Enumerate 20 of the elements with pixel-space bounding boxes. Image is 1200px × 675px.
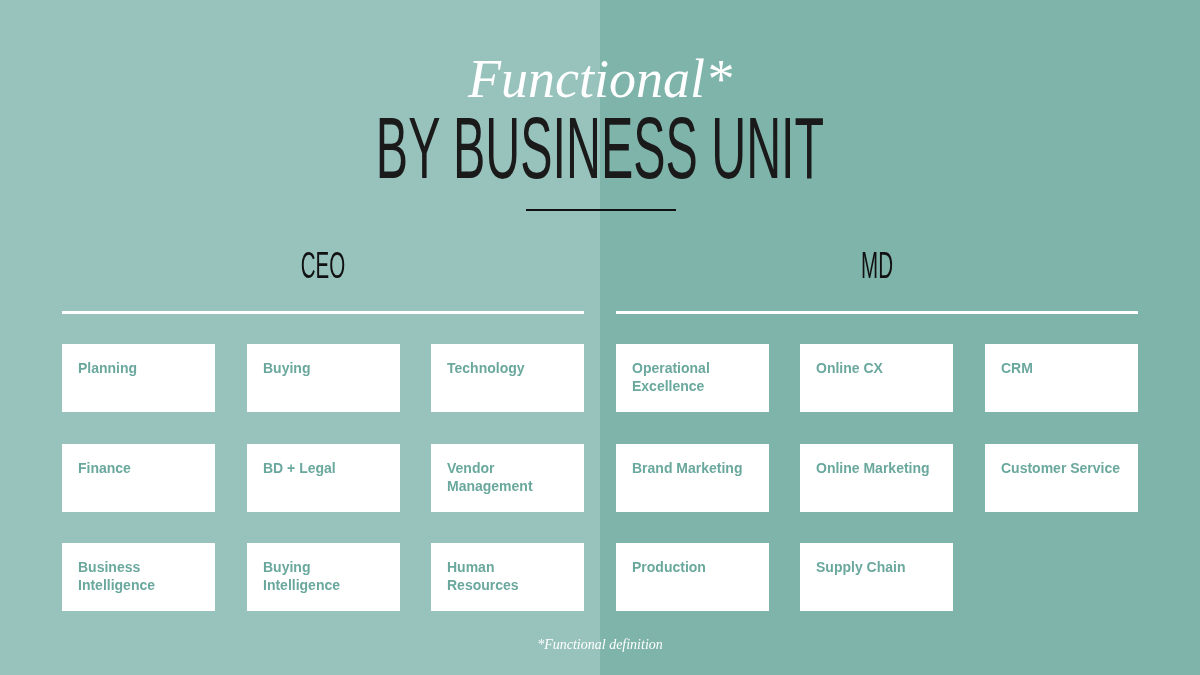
department-box: Finance <box>62 444 215 512</box>
department-box: Online Marketing <box>800 444 953 512</box>
department-box: Business Intelligence <box>62 543 215 611</box>
department-box: Production <box>616 543 769 611</box>
department-box: CRM <box>985 344 1138 412</box>
department-box: Buying Intelligence <box>247 543 400 611</box>
department-box: Vendor Management <box>431 444 584 512</box>
column-heading: CEO <box>300 246 346 286</box>
department-box: Human Resources <box>431 543 584 611</box>
department-box: Technology <box>431 344 584 412</box>
department-box: Brand Marketing <box>616 444 769 512</box>
department-box: Planning <box>62 344 215 412</box>
department-box: Online CX <box>800 344 953 412</box>
department-box: Operational Excellence <box>616 344 769 412</box>
department-box: Supply Chain <box>800 543 953 611</box>
department-box: Customer Service <box>985 444 1138 512</box>
column-heading: MD <box>861 246 893 286</box>
department-box: Buying <box>247 344 400 412</box>
department-box: BD + Legal <box>247 444 400 512</box>
footnote: *Functional definition <box>537 636 663 654</box>
